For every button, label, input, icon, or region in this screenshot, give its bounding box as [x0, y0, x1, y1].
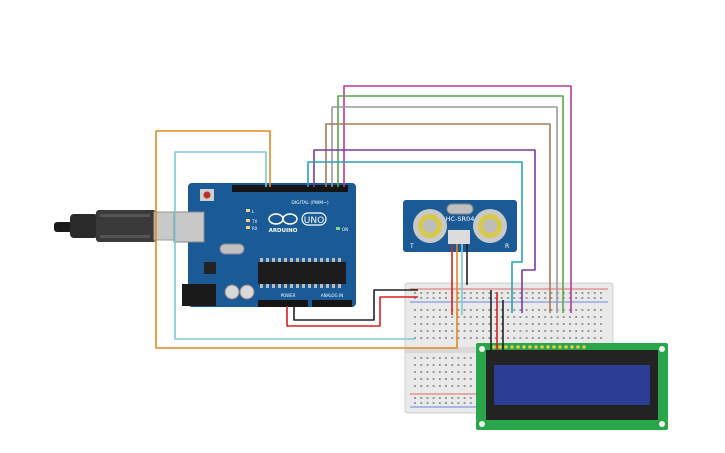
lcd-pin [498, 345, 502, 349]
capacitor-1 [224, 284, 240, 300]
wire-red-5v-rail [286, 296, 418, 327]
lcd-pin [582, 345, 586, 349]
lcd-pin [546, 345, 550, 349]
regulator-chip [204, 262, 216, 274]
lcd-pin [510, 345, 514, 349]
usb-b-port [173, 211, 205, 243]
lcd-pin [564, 345, 568, 349]
lcd-pin [522, 345, 526, 349]
arduino-uno-board: UNO ARDUINO DIGITAL (PWM~) POWER ANALOG … [173, 183, 356, 307]
dc-power-jack [182, 284, 216, 306]
lcd-screen [494, 365, 650, 405]
lcd-pin [492, 345, 496, 349]
wire-purple-d6 [313, 149, 536, 313]
sensor-t-label: T [409, 243, 414, 250]
capacitor-2 [239, 284, 255, 300]
digital-pwm-label: DIGITAL (PWM~) [291, 200, 329, 206]
rx-led-label: RX [252, 226, 258, 231]
power-label: POWER [281, 293, 296, 298]
wire-teal-d7 [307, 161, 523, 313]
lcd-pin [516, 345, 520, 349]
sensor-pins [448, 230, 470, 244]
wires [155, 85, 572, 350]
wire-green-d3 [337, 95, 564, 313]
atmega-chip [258, 262, 346, 284]
wire-gray-d4 [331, 106, 558, 313]
l-led-label: L [252, 209, 255, 214]
wire-black-gnd-rail [293, 289, 418, 321]
lcd-pin [552, 345, 556, 349]
analog-in-label: ANALOG IN [321, 293, 343, 298]
uno-label: UNO [304, 216, 324, 226]
sensor-r-label: R [505, 243, 509, 250]
lcd-pin [576, 345, 580, 349]
lcd-pin-row [492, 345, 586, 349]
wire-brown-d5 [325, 123, 551, 313]
wire-cyan-gnd [174, 151, 415, 340]
hc-sr04-sensor: HC-SR04 T R [403, 200, 517, 252]
power-header [258, 300, 308, 307]
crystal-oscillator [219, 243, 245, 255]
digital-header [232, 185, 348, 192]
lcd-pin [540, 345, 544, 349]
sensor-model-label: HC-SR04 [446, 215, 475, 223]
wire-orange-5v [155, 130, 458, 349]
analog-header [312, 300, 352, 307]
tx-led-label: TX [251, 219, 257, 224]
lcd-pin [528, 345, 532, 349]
wire-magenta-d2 [343, 85, 572, 313]
lcd-pin [534, 345, 538, 349]
lcd-pin [558, 345, 562, 349]
lcd-16x2-display [476, 343, 668, 430]
usb-cable [54, 210, 181, 242]
lcd-pin [570, 345, 574, 349]
arduino-brand-label: ARDUINO [269, 228, 298, 234]
on-led-label: ON [342, 227, 348, 232]
arduino-logo [268, 212, 327, 226]
lcd-pin [504, 345, 508, 349]
